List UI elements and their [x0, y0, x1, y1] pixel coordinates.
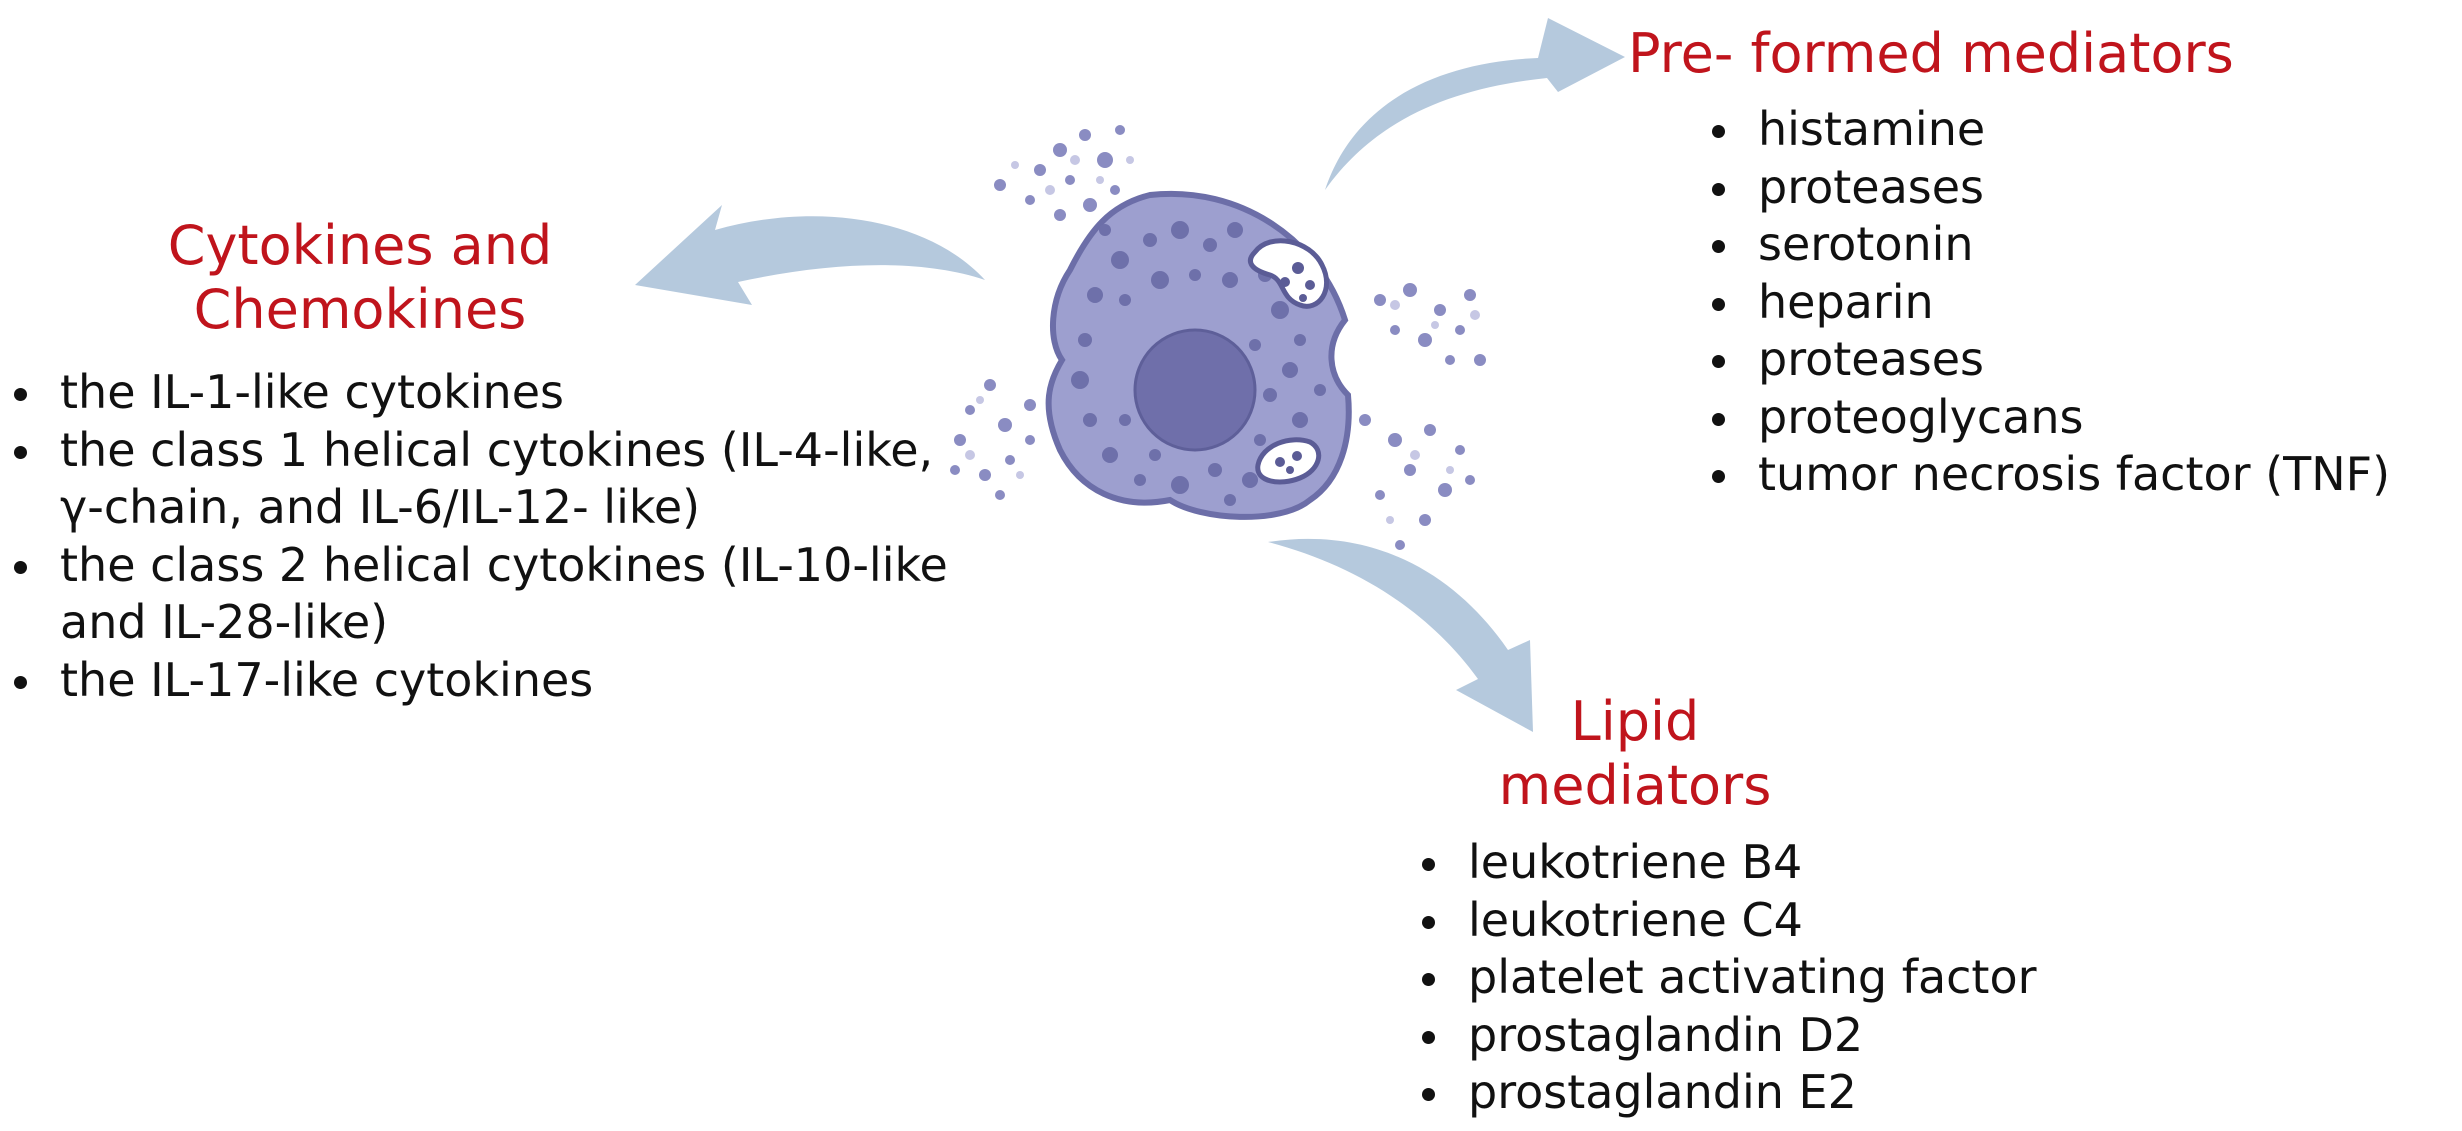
list-item: heparin	[1703, 274, 2462, 332]
lipid-heading-line-1: Lipid	[1570, 690, 1700, 753]
preformed-mediators-list: histamine proteases serotonin heparin pr…	[1703, 101, 2462, 504]
list-item: the class 1 helical cytokines (IL-4-like…	[5, 422, 940, 537]
list-item: histamine	[1703, 101, 2462, 159]
list-item: proteases	[1703, 331, 2462, 389]
nucleus	[1133, 328, 1257, 452]
list-item: prostaglandin E2	[1413, 1064, 2193, 1122]
lipid-heading-line-2: mediators	[1498, 754, 1772, 817]
vacuole-lower	[1255, 437, 1322, 485]
list-item: leukotriene C4	[1413, 892, 2193, 950]
list-item: platelet activating factor	[1413, 949, 2193, 1007]
lipid-mediators-list: leukotriene B4 leukotriene C4 platelet a…	[1413, 834, 2193, 1122]
cytokines-heading-line-1: Cytokines and	[167, 214, 553, 277]
arrow-to-cytokines	[635, 205, 985, 305]
cytokines-heading: Cytokines and Chemokines	[100, 214, 620, 342]
arrow-to-preformed	[1325, 18, 1625, 190]
lipid-mediators-heading: Lipid mediators	[1460, 690, 1810, 818]
preformed-mediators-heading: Pre- formed mediators	[1628, 22, 2234, 85]
list-item: prostaglandin D2	[1413, 1007, 2193, 1065]
list-item: serotonin	[1703, 216, 2462, 274]
cytokines-heading-line-2: Chemokines	[193, 278, 527, 341]
arrow-to-lipid	[1268, 538, 1533, 732]
vacuole-upper	[1248, 238, 1330, 309]
cytokines-list: the IL-1-like cytokines the class 1 heli…	[5, 364, 985, 709]
list-item: leukotriene B4	[1413, 834, 2193, 892]
list-item: the class 2 helical cytokines (IL-10-lik…	[5, 537, 960, 652]
mast-cell	[1045, 190, 1352, 520]
released-granules	[950, 125, 1486, 550]
list-item: the IL-17-like cytokines	[5, 652, 985, 710]
list-item: tumor necrosis factor (TNF)	[1703, 446, 2462, 504]
list-item: the IL-1-like cytokines	[5, 364, 985, 422]
list-item: proteoglycans	[1703, 389, 2462, 447]
list-item: proteases	[1703, 159, 2462, 217]
